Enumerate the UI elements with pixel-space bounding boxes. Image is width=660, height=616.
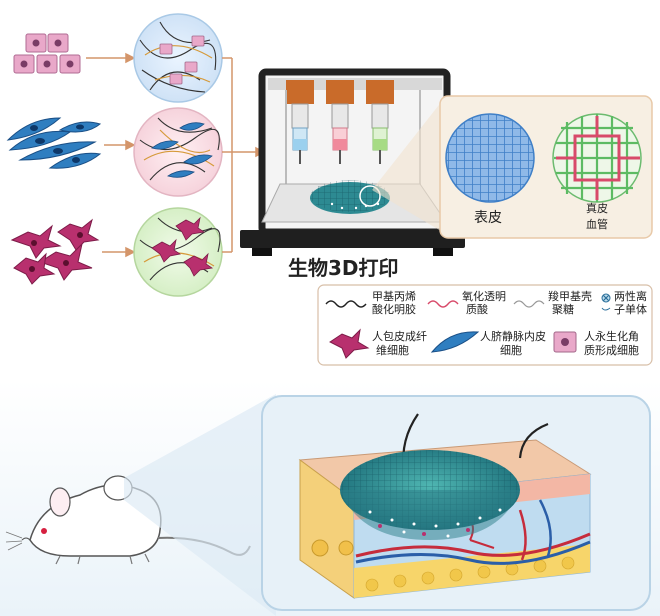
vessel-label: 血管 <box>586 217 608 231</box>
endothelial-label-2: 细胞 <box>500 344 522 357</box>
gelma-label: 甲基丙烯 <box>372 290 416 303</box>
zwitterion-label: 两性离 <box>614 289 647 303</box>
bioink-to-printer-arrow <box>222 57 266 253</box>
dermis-vessel-grid <box>552 113 642 203</box>
endothelial-symbol <box>430 331 480 353</box>
dermis-label: 真皮 <box>586 201 608 215</box>
gelma-symbol <box>325 300 367 308</box>
keratinocyte-label-2: 质形成细胞 <box>584 344 639 357</box>
ha-symbol <box>427 300 459 308</box>
source-arrows <box>86 52 136 258</box>
bioink-fibroblast-circle <box>133 207 223 297</box>
fibroblast-label-2: 维细胞 <box>376 344 409 357</box>
keratinocyte-label: 人永生化角 <box>584 329 639 343</box>
endothelial-label: 人脐静脉内皮 <box>480 329 546 343</box>
bioink-endothelial-circle <box>133 107 223 197</box>
printer-title: 生物3D打印 <box>288 256 399 280</box>
zoom-wedge <box>372 96 446 234</box>
fibroblast-symbol <box>329 328 370 359</box>
inset-panel: 表皮 真皮 血管 <box>439 95 653 239</box>
skin-cross-section <box>261 395 651 611</box>
ha-label-2: 质酸 <box>466 302 488 316</box>
keratinocyte-cells <box>13 33 81 74</box>
chitosan-symbol <box>513 300 545 308</box>
zwitterion-label-2: 子单体 <box>614 302 647 316</box>
ha-label: 氧化透明 <box>462 289 506 303</box>
zoom-beam <box>124 394 276 616</box>
epidermis-label: 表皮 <box>474 210 502 226</box>
bioink-keratinocyte-circle <box>133 13 223 103</box>
fibroblast-label: 人包皮成纤 <box>372 330 427 343</box>
legend: 甲基丙烯 酸化明胶 氧化透明 质酸 羧甲基壳 聚糖 两性离 子单体 人包皮成纤 … <box>317 284 653 366</box>
chitosan-label: 羧甲基壳 <box>548 289 592 303</box>
gelma-label-2: 酸化明胶 <box>372 302 416 316</box>
keratinocyte-symbol <box>553 331 577 353</box>
zwitterion-symbol <box>601 293 611 311</box>
epidermis-grid <box>445 113 535 203</box>
chitosan-label-2: 聚糖 <box>552 302 574 316</box>
print-head-2 <box>326 80 354 164</box>
print-head-3 <box>366 80 394 164</box>
print-head-1 <box>286 80 314 164</box>
fibroblast-cells <box>10 218 100 285</box>
endothelial-cells <box>6 117 102 169</box>
mouse <box>5 475 251 565</box>
